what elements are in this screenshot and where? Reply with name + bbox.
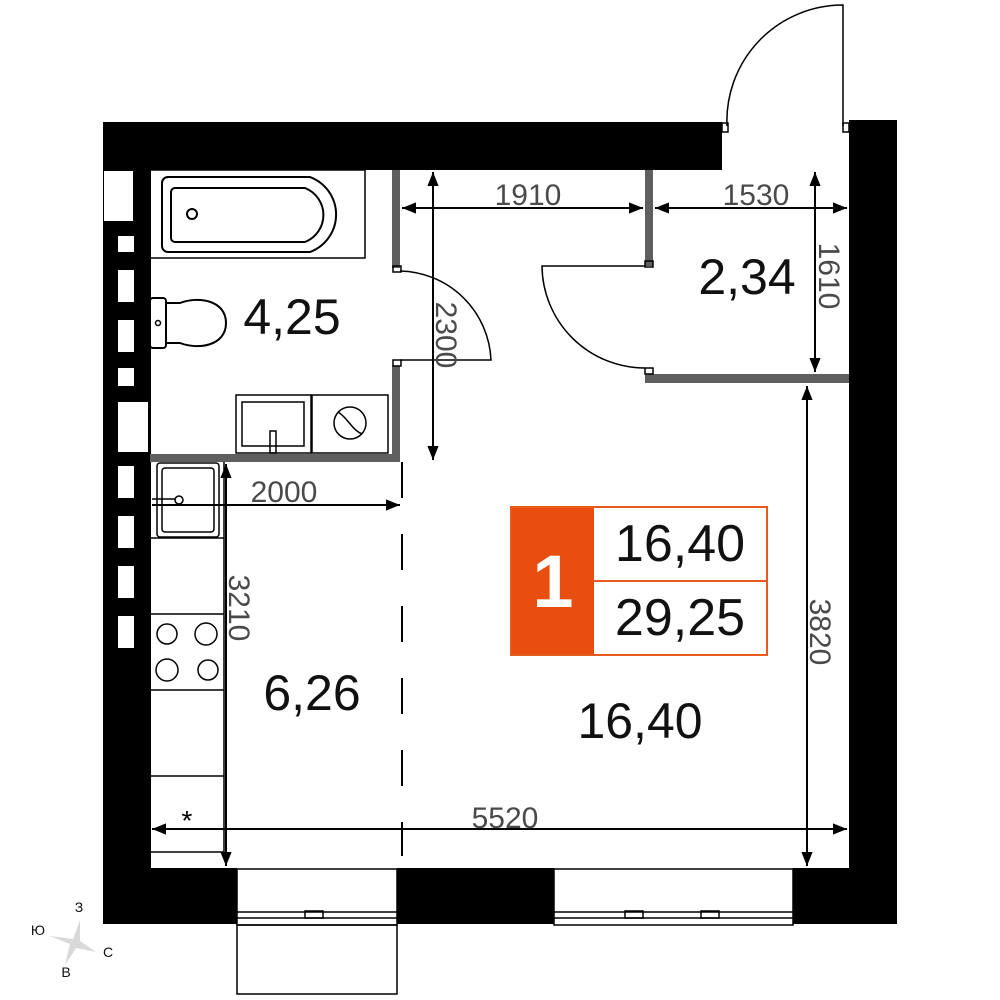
washing-machine [311,394,389,454]
compass-south: В [61,964,70,980]
area-values: 16,40 29,25 [594,508,766,654]
storage-area: 2,34 [698,249,795,305]
bathtub [149,169,366,259]
bathroom-door[interactable] [392,265,492,367]
dim-hall-width: 1910 [495,179,562,212]
dim-room-depth: 3820 [803,599,836,666]
compass-icon [50,920,96,965]
dim-hall-depth: 2300 [429,302,462,369]
compass-east: С [103,944,113,960]
living-area-value: 16,40 [614,515,746,573]
apartment-summary-badge: 1 16,40 29,25 [510,506,768,656]
window-right[interactable] [553,868,794,926]
dim-storage-depth: 1610 [812,243,845,310]
dim-kitchen-depth: 3210 [222,575,255,642]
entrance-door[interactable] [721,4,850,133]
window-left[interactable] [236,868,398,995]
toilet [149,297,228,349]
dimension-lines [152,172,847,866]
rooms-count: 1 [512,508,594,654]
stove [155,622,219,682]
dim-kitchen-width: 2000 [251,476,318,509]
asterisk-marker: * [182,805,193,836]
storage-door[interactable] [541,260,654,375]
partitions [150,170,849,462]
dim-storage-width: 1530 [723,179,790,212]
compass-west: Ю [31,922,45,938]
kitchen-sink [152,462,220,538]
kitchen-counter [150,462,225,853]
kitchen-area: 6,26 [263,665,360,721]
washbasin [235,394,312,454]
living-room-area: 16,40 [577,693,702,749]
bathroom-area: 4,25 [243,289,340,345]
total-area-value: 29,25 [594,580,766,654]
compass-north: З [75,899,83,915]
left-wall-openings [104,171,148,648]
dim-total-width: 5520 [472,802,539,835]
